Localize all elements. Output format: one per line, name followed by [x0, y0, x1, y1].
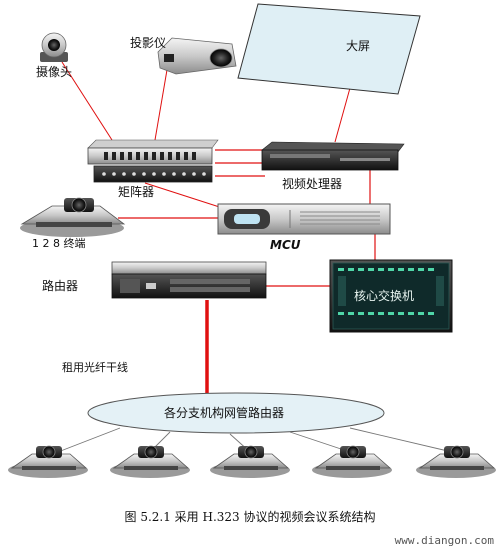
projector-device: [157, 37, 237, 75]
figure-caption: 图 5.2.1 采用 H.323 协议的视频会议系统结构: [124, 510, 376, 524]
link-screen-videoproc: [334, 87, 351, 143]
link-camera-matrix: [61, 61, 113, 141]
router-device: [111, 261, 267, 299]
branch-terminal-3: [209, 445, 291, 479]
leased-fiber-label: 租用光纤干线: [62, 361, 128, 374]
core-switch-label: 核心交换机: [354, 289, 415, 303]
camera-label: 摄像头: [36, 65, 73, 79]
terminal-128-label: 1 2 8 终端: [32, 237, 86, 250]
core-switch-device: [329, 259, 453, 333]
branch-terminal-1: [7, 445, 89, 479]
projector-label: 投影仪: [130, 36, 167, 50]
mcu-device: [217, 203, 391, 235]
big-screen: [237, 3, 421, 95]
branch-terminal-4: [311, 445, 393, 479]
links: [61, 61, 376, 404]
mcu-label: MCU: [270, 238, 301, 252]
branch-routers-ellipse: [87, 392, 385, 434]
big-screen-label: 大屏: [346, 39, 371, 53]
watermark: www.diangon.com: [394, 534, 494, 547]
matrix-device: [87, 139, 219, 183]
terminal-128-device: [20, 197, 126, 237]
branch-routers-label: 各分支机构网管路由器: [164, 406, 285, 420]
branch-terminal-2: [109, 445, 191, 479]
matrix-label: 矩阵器: [118, 185, 155, 199]
link-projector-matrix: [154, 63, 169, 141]
video-processor-device: [261, 141, 405, 171]
branch-terminal-5: [415, 445, 497, 479]
video-processor-label: 视频处理器: [282, 177, 343, 191]
camera-device: [40, 32, 68, 62]
router-label: 路由器: [42, 279, 79, 293]
